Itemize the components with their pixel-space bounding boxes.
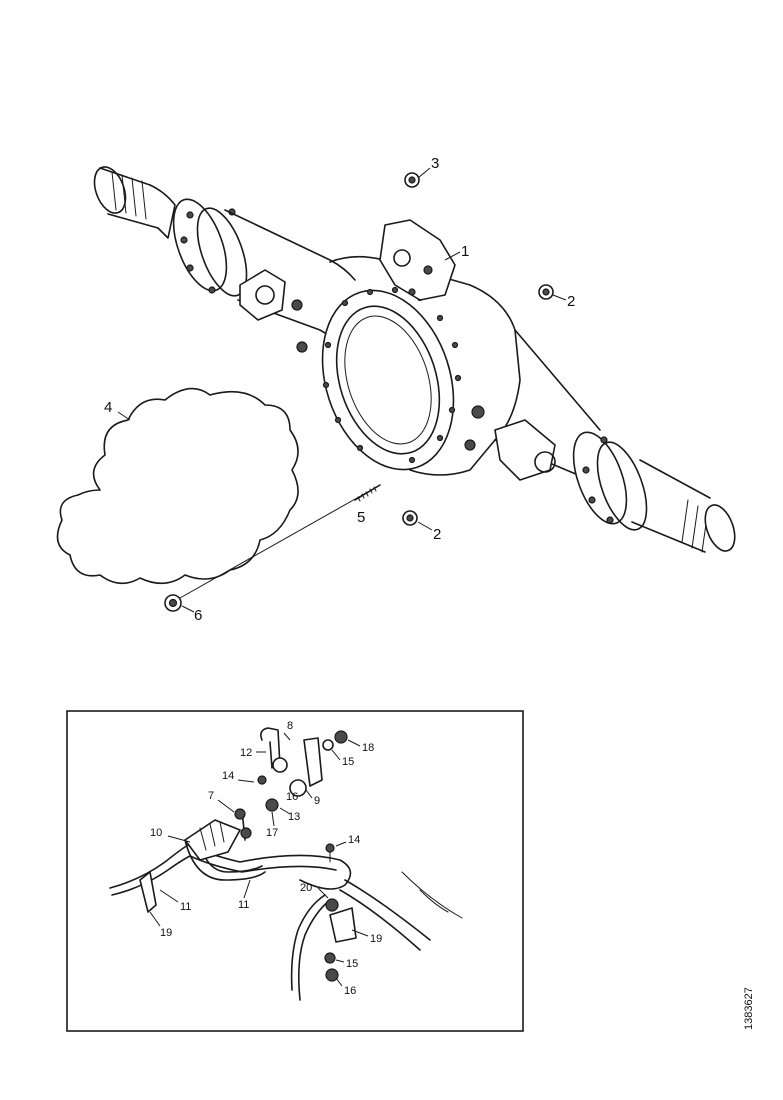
right-shaft-end [631, 459, 736, 553]
callout-label: 5 [357, 509, 365, 526]
callout-label: 18 [362, 742, 374, 754]
callout-label: 8 [287, 720, 293, 732]
callout-label: 19 [370, 933, 382, 945]
callout-label: 20 [300, 882, 312, 894]
left-shaft-end [93, 166, 176, 239]
callout-label: 10 [150, 827, 162, 839]
callout-label: 14 [222, 770, 234, 782]
callout-label: 3 [431, 155, 439, 172]
plug [538, 284, 554, 300]
breather [404, 172, 420, 188]
inset-detail-frame [66, 710, 524, 1032]
callout-label: 19 [160, 927, 172, 939]
callout-label: 7 [208, 790, 214, 802]
right-hub-flange [572, 431, 648, 531]
seal-cloud-shape [56, 387, 299, 585]
callout-label: 4 [104, 399, 112, 416]
right-spring-seat [494, 419, 556, 481]
callout-label: 9 [314, 795, 320, 807]
callout-label: 12 [240, 747, 252, 759]
callout-label: 1 [461, 243, 469, 260]
callout-label: 16 [344, 985, 356, 997]
callout-label: 6 [194, 607, 202, 624]
callout-label: 11 [180, 901, 191, 913]
figure-id: 1383627 [743, 987, 755, 1030]
callout-label: 13 [288, 811, 300, 823]
plug [402, 510, 418, 526]
inset-parts [109, 727, 463, 1001]
top-bracket [379, 219, 456, 301]
left-hub-flange [172, 198, 248, 297]
callout-label: 16 [286, 791, 298, 803]
nut [164, 594, 182, 612]
callout-label: 15 [346, 958, 358, 970]
callout-label: 2 [433, 526, 441, 543]
callout-label: 11 [238, 899, 249, 911]
left-spring-seat [239, 269, 308, 353]
callout-label: 17 [266, 827, 278, 839]
axle-housing [93, 166, 736, 553]
callout-label: 2 [567, 293, 575, 310]
callout-label: 14 [348, 834, 360, 846]
callout-label: 15 [342, 756, 354, 768]
